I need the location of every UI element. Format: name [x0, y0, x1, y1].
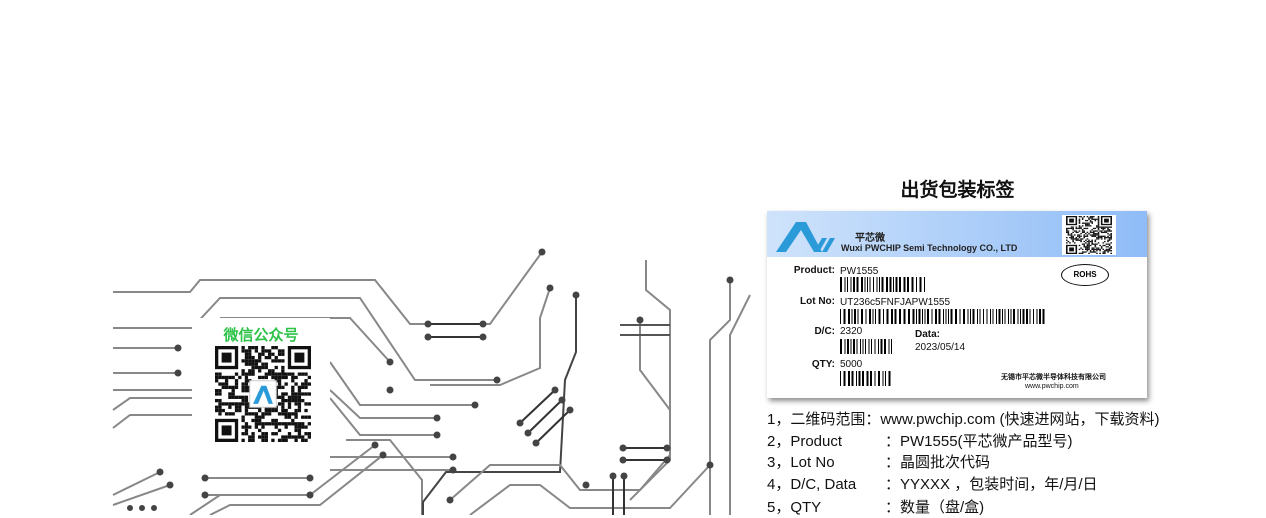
circuit-board-background — [112, 248, 751, 515]
dc-barcode — [840, 339, 892, 354]
lot-label: Lot No: — [800, 296, 835, 307]
label-qr-code — [1066, 216, 1112, 254]
qty-barcode — [840, 371, 891, 386]
note-item: 1，二维码范围：www.pwchip.com (快速进网站，下载资料) — [767, 411, 1160, 428]
product-barcode — [840, 277, 925, 292]
page-title: 出货包装标签 — [900, 179, 1015, 201]
dc-value: 2320 — [840, 326, 863, 337]
label-notes: 1，二维码范围：www.pwchip.com (快速进网站，下载资料) 2，Pr… — [767, 408, 1160, 518]
data-value: 2023/05/14 — [915, 342, 966, 353]
wechat-qr-card: 微信公众号 — [192, 318, 330, 450]
note-item: 2，Product：PW1555(平芯微产品型号) — [767, 432, 1073, 450]
pwchip-logo-icon — [776, 222, 835, 252]
note-item: 4，D/C, Data：YYXXX ，包装时间，年/月/日 — [767, 475, 1098, 493]
rohs-badge: ROHS — [1061, 264, 1109, 286]
dc-label: D/C: — [814, 326, 835, 337]
company-en: Wuxi PWCHIP Semi Technology CO., LTD — [841, 243, 1018, 253]
product-value: PW1555 — [840, 266, 879, 277]
lot-barcode — [840, 309, 1045, 324]
lot-value: UT236c5FNFJAPW1555 — [840, 297, 951, 308]
wechat-qr-code[interactable] — [215, 346, 311, 442]
brand-cn: 平芯微 — [855, 233, 885, 244]
note-item: 3，Lot No：晶圆批次代码 — [767, 454, 991, 471]
wechat-title: 微信公众号 — [223, 326, 299, 344]
qty-value: 5000 — [840, 359, 863, 370]
note-item: 5，QTY：数量（盘/盒) — [767, 499, 985, 516]
product-label: Product: — [793, 265, 835, 276]
data-label: Data: — [915, 329, 941, 340]
qty-label: QTY: — [811, 359, 835, 370]
footer-company: 无锡市平芯微半导体科技有限公司 — [1001, 374, 1106, 381]
shipping-label: 平芯微 Wuxi PWCHIP Semi Technology CO., LTD… — [767, 211, 1147, 398]
label-header: 平芯微 Wuxi PWCHIP Semi Technology CO., LTD — [767, 211, 1147, 257]
footer-url: www.pwchip.com — [1025, 383, 1079, 390]
